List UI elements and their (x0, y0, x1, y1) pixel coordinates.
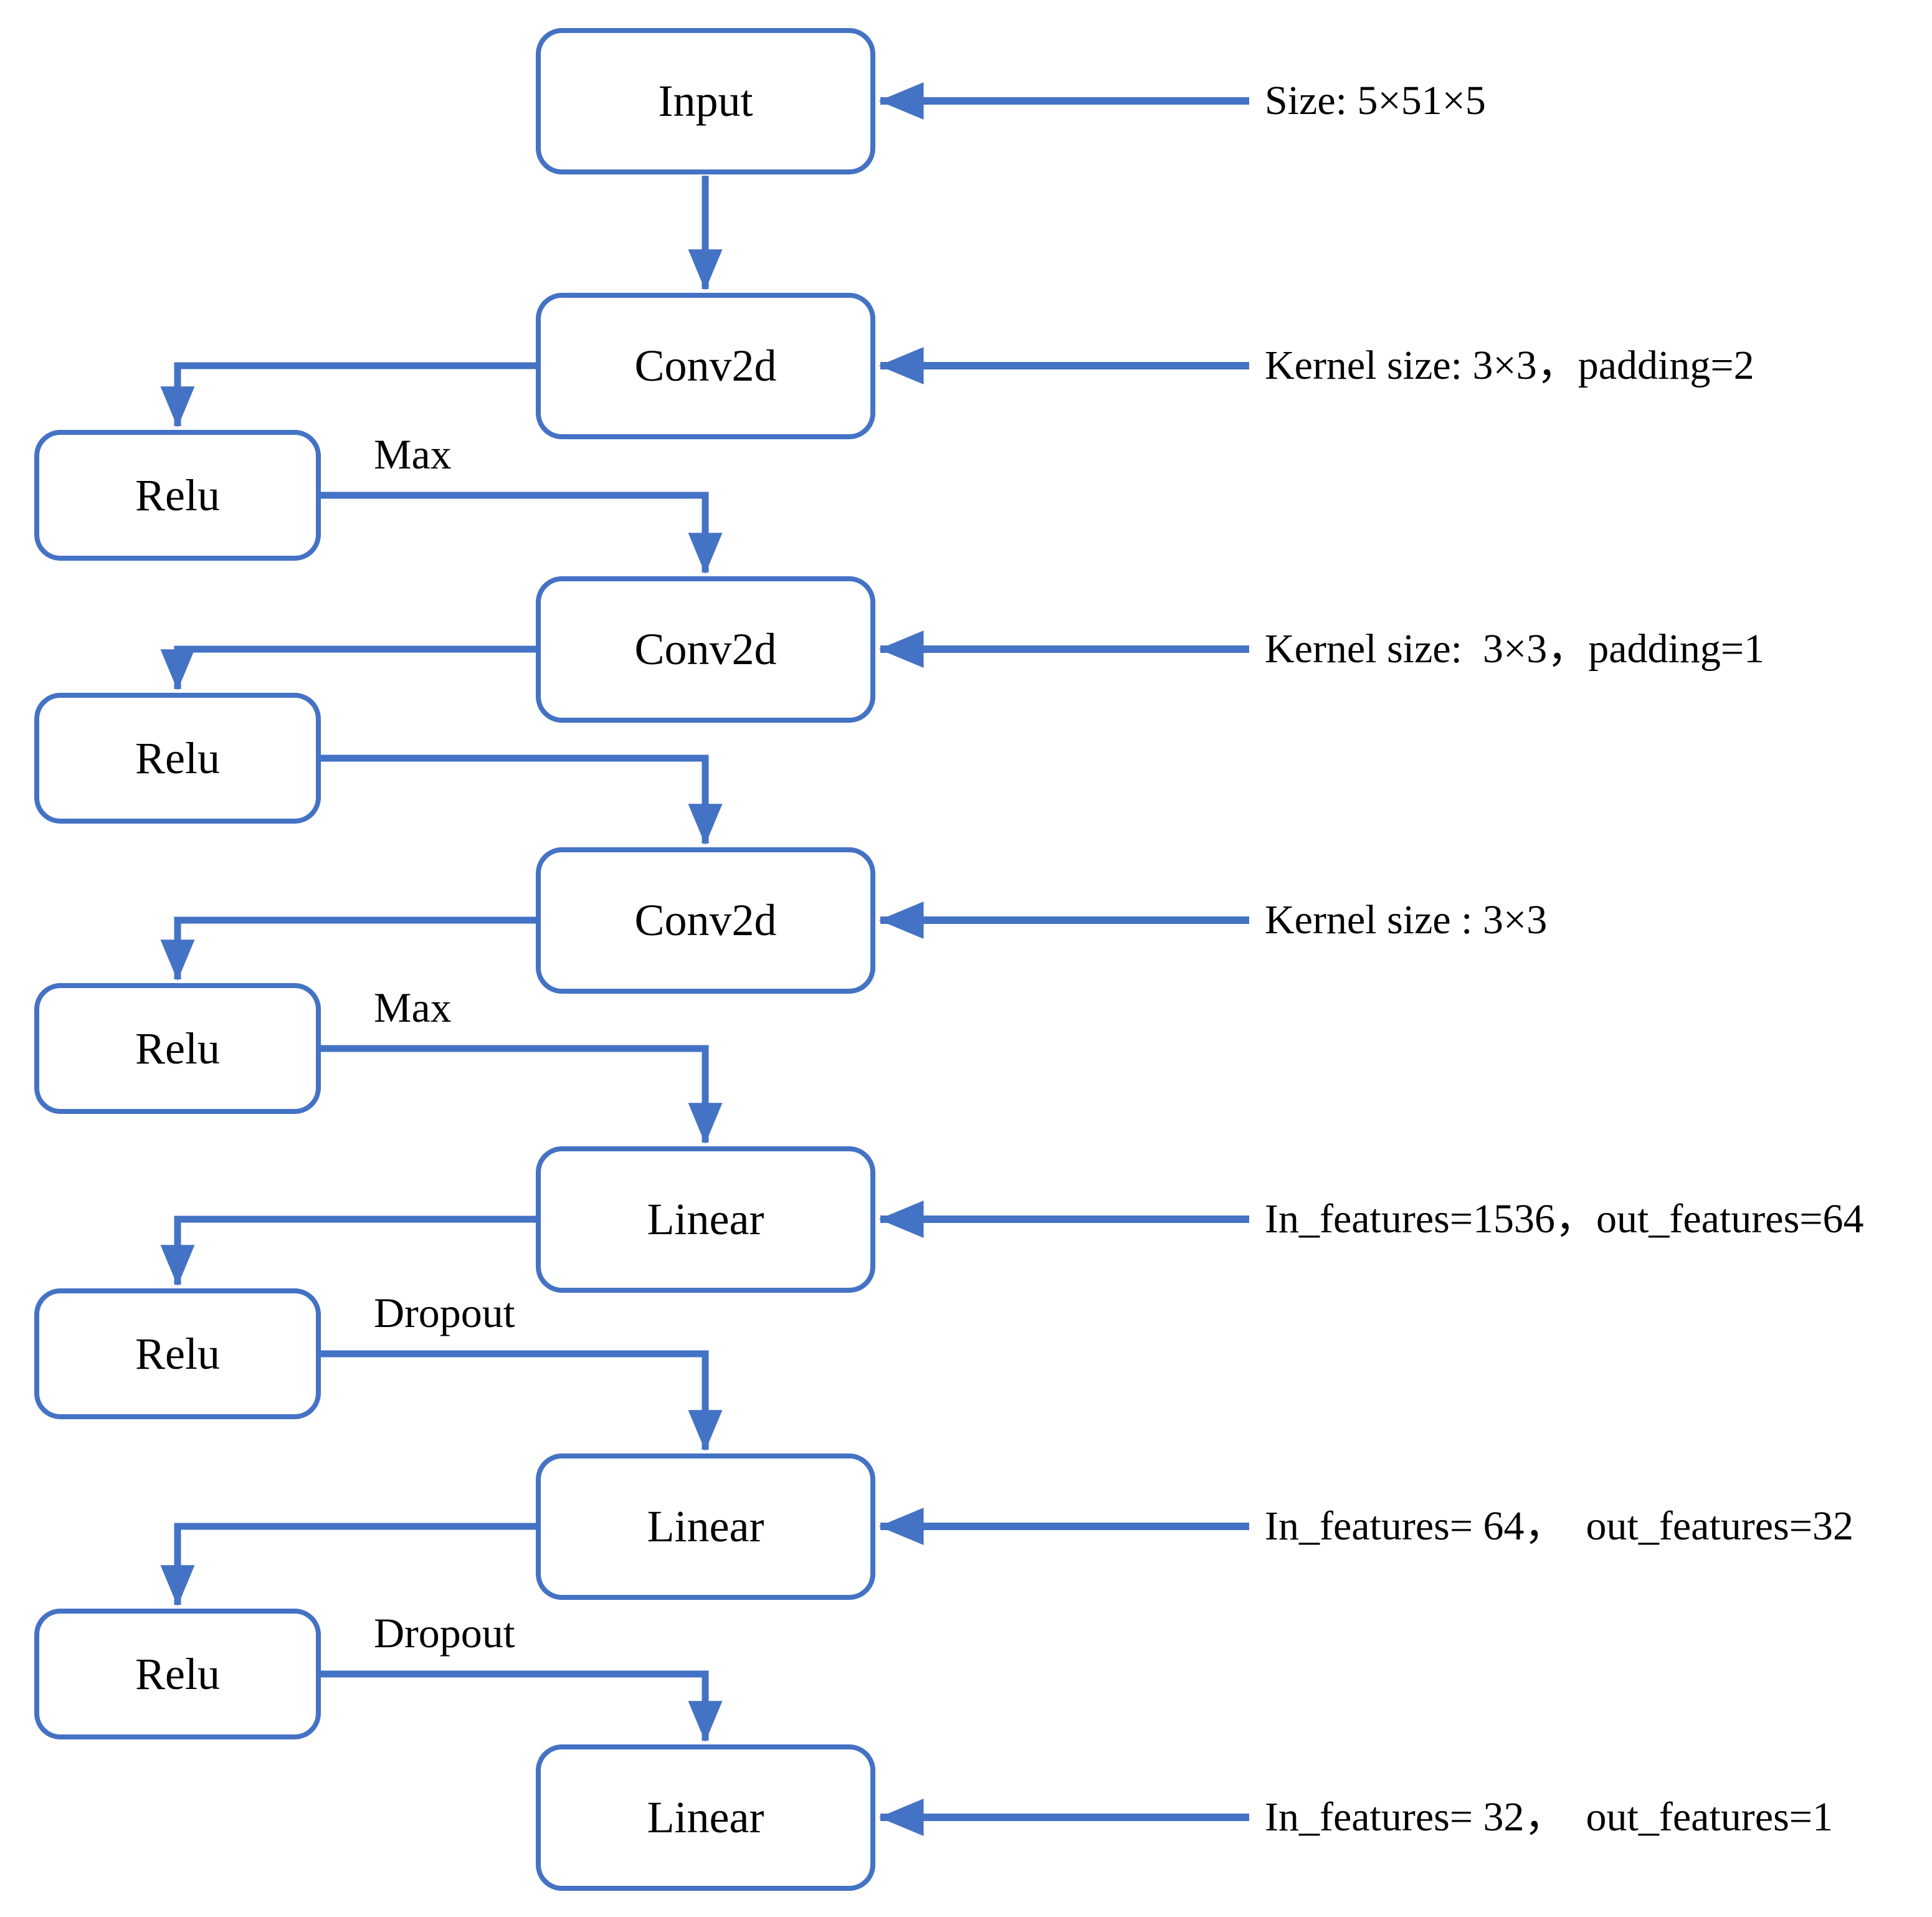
connector-relu5-linear3 (320, 1670, 723, 1743)
connector-conv1-relu1 (160, 362, 537, 428)
connector-linear1-relu4 (160, 1215, 537, 1287)
annotation-linear-1-features: In_features=1536，out_features=64 (1265, 1196, 1864, 1242)
node-input: Input (536, 28, 875, 174)
connector-conv3-relu3 (160, 916, 537, 981)
connector-relu1-conv2 (320, 492, 723, 574)
node-relu-5: Relu (34, 1609, 321, 1739)
connector-relu4-linear2 (320, 1350, 723, 1452)
node-conv2d-3: Conv2d (536, 847, 875, 994)
node-relu-2: Relu (34, 693, 321, 824)
node-relu-1: Relu (34, 430, 321, 561)
node-linear-2: Linear (536, 1453, 875, 1600)
edge-label-max-2: Max (374, 984, 452, 1031)
node-conv2d-1: Conv2d (536, 293, 875, 439)
annotation-linear-2-features: In_features= 64， out_features=32 (1265, 1503, 1853, 1549)
connector-linear2-relu5 (160, 1523, 537, 1607)
node-relu-4: Relu (34, 1288, 321, 1419)
annotation-conv2d-2-kernel: Kernel size: 3×3，padding=1 (1265, 626, 1765, 672)
edge-label-dropout-1: Dropout (374, 1289, 515, 1336)
connector-conv2-relu2 (160, 645, 537, 691)
node-linear-1: Linear (536, 1146, 875, 1293)
node-relu-3: Relu (34, 983, 321, 1114)
connector-relu2-conv3 (320, 754, 723, 845)
edge-label-max-1: Max (374, 430, 452, 478)
edge-label-dropout-2: Dropout (374, 1609, 515, 1657)
annotation-conv2d-1-kernel: Kernel size: 3×3，padding=2 (1265, 343, 1754, 388)
node-linear-3: Linear (536, 1744, 875, 1891)
annotation-linear-3-features: In_features= 32， out_features=1 (1265, 1794, 1833, 1840)
connector-relu3-linear1 (320, 1045, 723, 1144)
annotation-input-size: Size: 5×51×5 (1265, 78, 1486, 123)
annotation-conv2d-3-kernel: Kernel size : 3×3 (1265, 897, 1548, 943)
node-conv2d-2: Conv2d (536, 576, 875, 723)
